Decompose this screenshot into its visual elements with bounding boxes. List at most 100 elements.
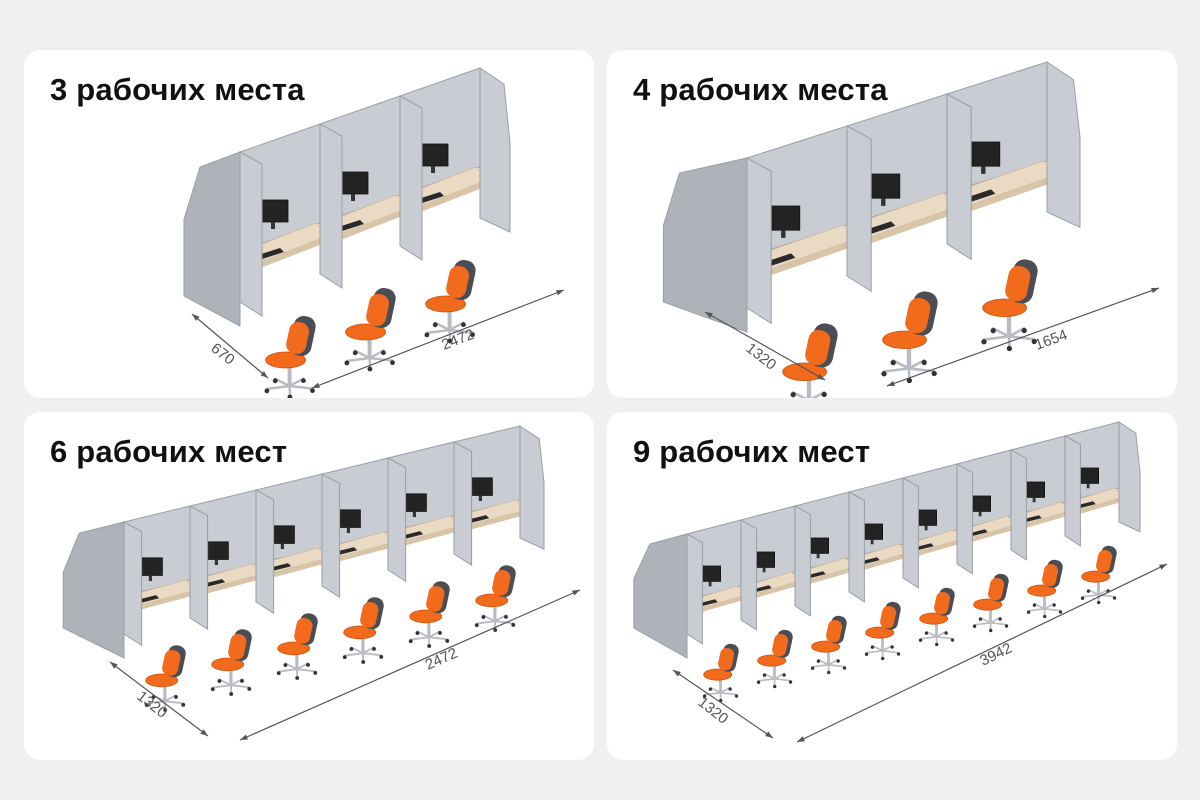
- chair-back-cushion: [718, 647, 735, 671]
- divider-panel: [740, 519, 757, 631]
- chair-leg: [163, 700, 185, 705]
- card-title: 9 рабочих мест: [633, 434, 871, 469]
- chair-seat: [782, 362, 828, 382]
- monitor-stand: [280, 543, 284, 550]
- chair-back-cushion: [366, 293, 390, 327]
- chair-wheel: [379, 655, 384, 659]
- desk-edge: [258, 235, 330, 269]
- chair-leg: [482, 614, 496, 623]
- chair-column: [881, 634, 884, 651]
- desk-edge: [336, 541, 396, 563]
- chair-wheel: [272, 378, 278, 384]
- chair-wheel: [978, 617, 983, 621]
- chair-wheel: [906, 377, 913, 384]
- chair-leg: [284, 662, 298, 671]
- chair-leg: [229, 678, 243, 687]
- chair-back-cushion: [1042, 563, 1059, 587]
- width-dimension-line: [886, 287, 1160, 387]
- workstation-block: [62, 425, 545, 712]
- chair-leg: [295, 662, 309, 671]
- divider-panel: [1010, 449, 1027, 561]
- chair-wheel: [504, 614, 508, 619]
- dimension-arrowhead: [797, 736, 805, 742]
- chair-wheel: [493, 628, 498, 632]
- chair-wheel: [1112, 596, 1117, 600]
- chair-column: [1097, 578, 1100, 595]
- desk-edge: [402, 525, 462, 547]
- chair-seat: [982, 298, 1028, 317]
- office-chair: [1080, 545, 1117, 605]
- chair-wheel: [144, 703, 149, 708]
- monitor-stand: [1086, 483, 1090, 489]
- chair-back-cushion: [162, 649, 181, 676]
- desk-edge: [766, 238, 858, 277]
- chair-wheel: [924, 631, 929, 635]
- chair-leg: [891, 359, 911, 370]
- desk-edge: [270, 557, 330, 579]
- chair-back-cushion: [294, 617, 313, 644]
- chair-wheel: [702, 694, 707, 698]
- chair-wheel: [470, 332, 475, 338]
- chair-leg: [427, 636, 449, 641]
- divider-panel: [1064, 435, 1081, 547]
- depth-dimension-line: [191, 313, 269, 379]
- chair-column: [163, 682, 167, 702]
- chair-wheel: [788, 680, 793, 684]
- chair-wheel: [415, 631, 420, 635]
- office-chair: [210, 629, 252, 696]
- chair-wheel: [342, 655, 347, 660]
- chair-wheel: [349, 647, 354, 651]
- chair-wheel: [247, 687, 252, 691]
- monitor-stand: [351, 194, 355, 201]
- width-label: 3942: [977, 640, 1014, 670]
- chair-leg: [1007, 326, 1026, 338]
- monitor-stand: [881, 198, 886, 206]
- chair-leg: [1081, 593, 1100, 598]
- chair-leg: [211, 684, 232, 689]
- dimension-arrowhead: [200, 729, 208, 736]
- workstation-block: [183, 67, 511, 398]
- monitor: [766, 205, 801, 231]
- chair-wheel: [810, 666, 815, 670]
- chair-wheel: [708, 687, 713, 691]
- chair-leg: [1043, 607, 1062, 612]
- chair-column: [719, 676, 722, 693]
- chair-leg: [773, 672, 786, 680]
- end-panel: [479, 67, 511, 233]
- chair-column: [1006, 310, 1012, 337]
- chair-leg: [757, 677, 776, 682]
- chair-leg: [218, 678, 232, 687]
- chair-column: [447, 306, 452, 330]
- card-title: 6 рабочих мест: [50, 434, 288, 469]
- end-panel: [62, 521, 125, 659]
- chair-wheel: [990, 328, 996, 334]
- chair-seat: [145, 673, 179, 688]
- chair-wheel: [511, 623, 516, 627]
- chair-wheel: [1032, 603, 1037, 607]
- chair-wheel: [344, 360, 350, 366]
- chair-leg: [709, 686, 722, 694]
- chair-leg: [448, 328, 474, 334]
- dimension-arrowhead: [240, 734, 248, 740]
- chair-seat: [973, 598, 1003, 611]
- chair-wheel: [381, 350, 386, 356]
- divider-panel: [123, 521, 143, 647]
- chair-wheel: [174, 694, 178, 699]
- desk-edge: [807, 566, 856, 585]
- chair-leg: [881, 644, 894, 652]
- chair-back-cushion: [905, 297, 931, 334]
- monitor-stand: [1032, 497, 1036, 503]
- chair-leg: [448, 321, 465, 332]
- width-dimension-line: [239, 589, 581, 741]
- chair-back-cushion: [805, 329, 831, 366]
- chair-seat: [277, 641, 311, 656]
- divider-panel: [189, 505, 209, 631]
- chair-wheel: [756, 680, 761, 684]
- end-panel: [633, 533, 688, 659]
- chair-leg: [703, 691, 722, 696]
- chair-wheel: [881, 656, 885, 661]
- chair-wheel: [950, 638, 955, 642]
- chair-wheel: [842, 666, 847, 670]
